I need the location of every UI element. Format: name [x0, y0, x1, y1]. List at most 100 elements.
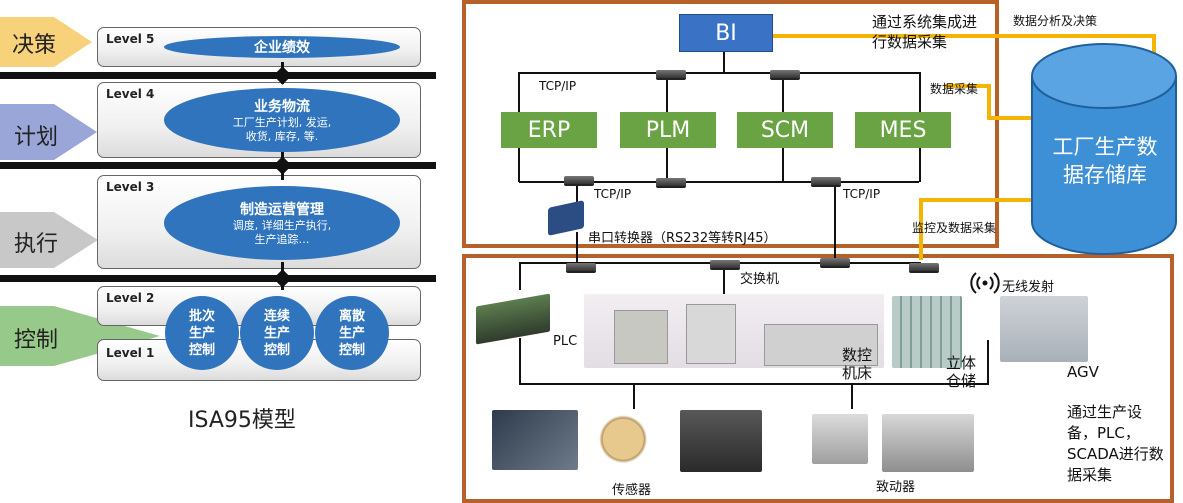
integration-note: 通过系统集成进行数据采集: [872, 13, 978, 51]
agv-image: [1000, 296, 1088, 362]
level3-sub: 生产追踪…: [254, 233, 310, 246]
data-line: [945, 84, 990, 88]
level3-sub: 调度, 详细生产执行,: [232, 219, 332, 232]
data-line: [919, 198, 923, 260]
level3-ellipse: 制造运营管理 调度, 详细生产执行, 生产追踪…: [164, 186, 400, 260]
wireless-signal-icon: [970, 272, 1000, 294]
system-layer-frame: [462, 0, 999, 248]
arrow-plan: [0, 104, 97, 160]
level4-sub: 收货, 库存, 等.: [245, 130, 319, 143]
arrow-label-plan: 计划: [14, 125, 59, 150]
network-line: [576, 181, 578, 211]
database-label: 工厂生产数据存储库: [1052, 135, 1158, 187]
network-line: [851, 383, 853, 409]
data-line: [1152, 34, 1156, 62]
level4-tag: Level 4: [106, 87, 155, 101]
network-line: [782, 72, 784, 112]
serial-converter-label: 串口转换器（RS232等转RJ45）: [588, 231, 777, 246]
production-line-image: [584, 294, 884, 368]
mes-box: MES: [855, 112, 951, 148]
switch-label: 交换机: [740, 272, 780, 287]
data-analysis-label: 数据分析及决策: [1013, 14, 1098, 28]
actuator-image: [812, 414, 868, 464]
separator-bar: [0, 162, 436, 169]
network-line: [666, 148, 668, 182]
storage-label: 立体仓储: [946, 354, 977, 390]
continuous-control-circle: 连续 生产 控制: [240, 296, 314, 370]
network-line: [519, 181, 919, 183]
network-line: [782, 148, 784, 182]
network-line: [518, 148, 520, 182]
sensor-image: [492, 410, 578, 470]
network-line: [633, 383, 635, 409]
discrete-control-circle: 离散 生产 控制: [315, 296, 389, 370]
data-line: [771, 34, 1155, 38]
scm-box: SCM: [737, 112, 833, 148]
connector-diamond: [273, 156, 292, 175]
cnc-label: 数控机床: [842, 346, 873, 382]
network-switch-icon: [566, 263, 596, 271]
wireless-label: 无线发射: [1002, 280, 1055, 295]
network-switch-icon: [820, 258, 850, 266]
erp-box: ERP: [501, 112, 597, 148]
network-switch-icon: [564, 176, 594, 184]
data-line: [987, 84, 991, 118]
level5-title: 企业绩效: [254, 40, 310, 56]
tcpip-label: TCP/IP: [843, 187, 881, 201]
actuator-label: 致动器: [876, 480, 916, 495]
monitor-collection-label: 监控及数据采集: [912, 221, 997, 235]
plc-label: PLC: [553, 334, 578, 349]
sensor-image: [680, 410, 762, 472]
level3-title: 制造运营管理: [240, 202, 324, 218]
tcpip-label: TCP/IP: [539, 79, 577, 93]
level3-tag: Level 3: [106, 180, 155, 194]
network-line: [666, 72, 668, 112]
arrow-label-control: 控制: [14, 328, 59, 353]
data-line: [987, 116, 1039, 120]
network-line: [919, 148, 921, 182]
network-line: [519, 338, 521, 384]
bi-box: BI: [679, 14, 773, 52]
agv-label: AGV: [1067, 363, 1099, 381]
network-line: [723, 262, 725, 294]
network-switch-icon: [656, 70, 686, 78]
sensor-image: [592, 414, 670, 470]
network-line: [519, 262, 521, 290]
level2-tag: Level 2: [106, 291, 155, 305]
tcpip-label: TCP/IP: [594, 187, 632, 201]
network-line: [834, 181, 836, 261]
network-line: [518, 72, 520, 112]
actuator-image: [882, 414, 974, 472]
network-line: [519, 383, 989, 385]
level1-tag: Level 1: [106, 346, 155, 360]
field-note: 通过生产设备，PLC，SCADA进行数据采集: [1067, 403, 1164, 484]
separator-bar: [0, 72, 436, 79]
network-line: [576, 232, 578, 262]
arrow-label-execute: 执行: [14, 232, 59, 257]
level4-title: 业务物流: [254, 99, 310, 115]
arrow-decision: [0, 17, 92, 67]
data-collection-label: 数据采集: [930, 82, 979, 96]
batch-control-circle: 批次 生产 控制: [165, 296, 239, 370]
network-line: [919, 72, 921, 112]
field-layer-frame: [462, 254, 1174, 503]
connector-diamond: [273, 269, 292, 288]
arrow-label-decision: 决策: [12, 33, 57, 58]
arrow-execute: [0, 212, 98, 268]
plm-box: PLM: [620, 112, 716, 148]
data-line: [921, 198, 1039, 202]
isa95-caption: ISA95模型: [188, 408, 296, 433]
network-switch-icon: [656, 178, 686, 186]
level5-ellipse: 企业绩效: [164, 36, 400, 58]
separator-bar: [0, 275, 436, 282]
level5-tag: Level 5: [106, 32, 155, 46]
network-line: [518, 72, 921, 74]
level4-sub: 工厂生产计划, 发运,: [232, 116, 332, 129]
sensor-label: 传感器: [612, 483, 652, 498]
network-line: [987, 340, 989, 384]
network-switch-icon: [770, 70, 800, 78]
network-line: [723, 50, 725, 74]
network-switch-icon: [811, 177, 841, 185]
network-switch-icon: [909, 263, 939, 271]
level-arrows: [0, 17, 160, 366]
